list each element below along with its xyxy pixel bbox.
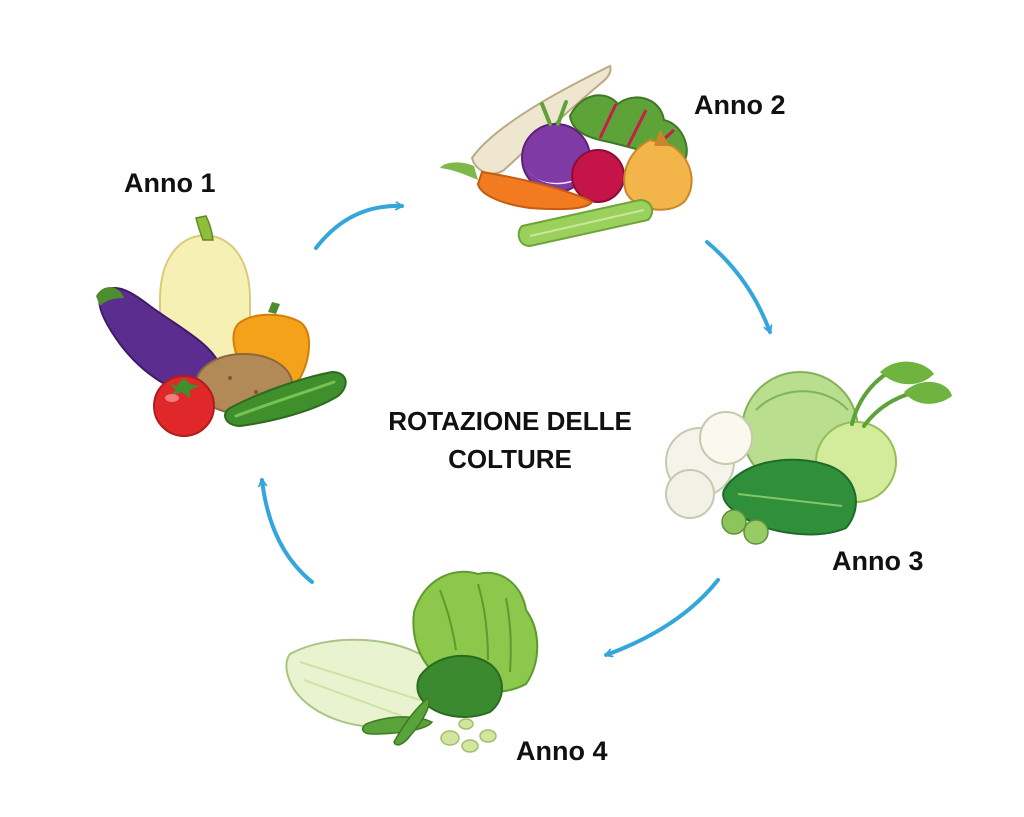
brassica-vegetables-icon bbox=[665, 361, 952, 545]
leafy-greens-legumes-icon bbox=[285, 570, 539, 753]
stage-label-year-3: Anno 3 bbox=[832, 546, 924, 576]
arrow-year3-to-year4 bbox=[604, 578, 720, 655]
diagram-title-line-2: COLTURE bbox=[448, 444, 572, 474]
arrow-year4-to-year1 bbox=[262, 478, 314, 584]
diagram-title-line-1: ROTAZIONE DELLE bbox=[388, 406, 632, 436]
stage-label-year-2: Anno 2 bbox=[694, 90, 786, 120]
stage-label-year-4: Anno 4 bbox=[516, 736, 608, 766]
arrow-year1-to-year2 bbox=[314, 206, 404, 250]
stage-label-year-1: Anno 1 bbox=[124, 168, 216, 198]
diagram-title: ROTAZIONE DELLE COLTURE bbox=[330, 402, 690, 478]
solanaceae-vegetables-icon bbox=[96, 215, 347, 437]
arrow-year2-to-year3 bbox=[705, 240, 770, 334]
root-vegetables-icon bbox=[440, 64, 693, 248]
